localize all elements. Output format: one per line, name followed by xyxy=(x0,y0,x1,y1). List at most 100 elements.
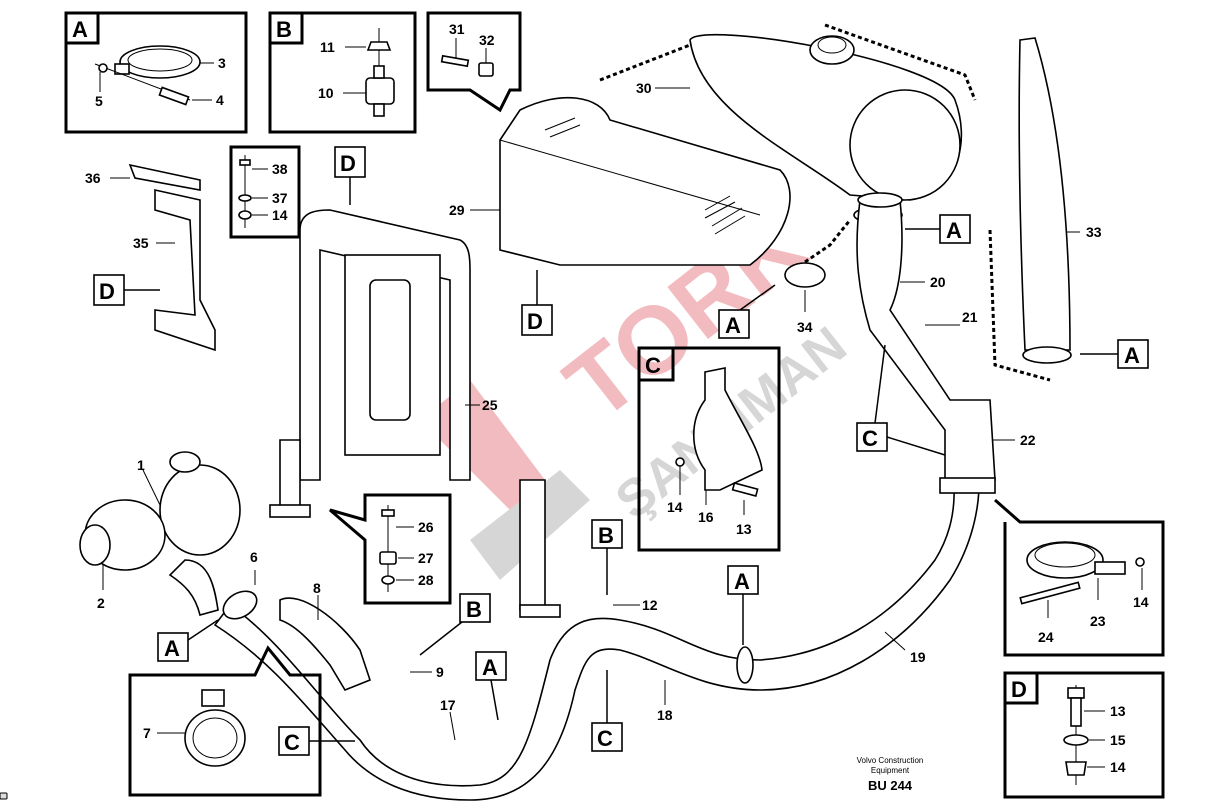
bolt-31 xyxy=(440,54,470,68)
muffler: 30 34 xyxy=(599,23,977,224)
svg-text:A: A xyxy=(725,313,741,338)
detail-letter-a: A xyxy=(72,17,88,42)
clamp-a-mid xyxy=(736,646,754,684)
svg-text:B: B xyxy=(598,523,614,548)
callout-33: 33 xyxy=(1086,224,1102,240)
detail-box-38-37-14: 38 37 14 xyxy=(229,145,301,239)
svg-text:D: D xyxy=(527,309,543,334)
callout-7: 7 xyxy=(143,725,151,741)
detail-box-a: A 3 4 5 xyxy=(64,11,248,134)
callout-5: 5 xyxy=(95,93,103,109)
callout-36: 36 xyxy=(85,170,101,186)
svg-text:A: A xyxy=(482,655,498,680)
svg-text:A: A xyxy=(734,569,750,594)
callout-11: 11 xyxy=(320,39,335,55)
ref-tag-d: D xyxy=(93,274,160,306)
detail-box-c: C 14 16 13 xyxy=(637,346,781,552)
ref-tag-c: C xyxy=(591,670,623,752)
callout-10: 10 xyxy=(318,85,334,101)
ref-tag-b: B xyxy=(419,593,491,656)
callout-1: 1 xyxy=(137,457,145,473)
callout-30: 30 xyxy=(636,80,652,96)
spacer-32 xyxy=(478,62,494,77)
rubber-mount xyxy=(365,77,395,105)
callout-37: 37 xyxy=(272,190,288,206)
callout-16: 16 xyxy=(698,509,714,525)
muffler-end-cap xyxy=(849,89,961,201)
reference-tags: D D D A A A xyxy=(93,146,1149,756)
callout-18: 18 xyxy=(657,707,673,723)
manufacturer-line-2: Equipment xyxy=(871,766,910,775)
callout-14-clamp: 14 xyxy=(1133,594,1149,610)
detail-letter-d: D xyxy=(1011,677,1027,702)
clamp-ring xyxy=(119,45,201,79)
detail-box-d: D 13 15 14 xyxy=(1003,671,1165,799)
heat-shield: 29 xyxy=(449,96,791,266)
callout-6: 6 xyxy=(250,549,258,565)
callout-32: 32 xyxy=(479,32,495,48)
callout-21: 21 xyxy=(962,309,978,325)
svg-text:C: C xyxy=(862,426,878,451)
support-frame: 25 xyxy=(269,209,561,618)
callout-31: 31 xyxy=(449,21,465,37)
callout-22: 22 xyxy=(1020,432,1036,448)
washer xyxy=(98,63,108,73)
pipe-callouts: 6 8 9 17 12 18 19 20 21 22 34 xyxy=(250,274,1036,741)
detail-box-clamp-23-24: 24 23 14 xyxy=(994,498,1165,657)
svg-text:B: B xyxy=(466,597,482,622)
detail-box-b: B 11 10 xyxy=(268,11,417,134)
callout-29: 29 xyxy=(449,202,465,218)
svg-text:C: C xyxy=(284,730,300,755)
callout-9: 9 xyxy=(436,664,444,680)
svg-text:D: D xyxy=(340,151,356,176)
callout-15: 15 xyxy=(1110,732,1126,748)
diagram-code: BU 244 xyxy=(868,778,913,793)
callout-14: 14 xyxy=(272,207,288,223)
detail-box-31-32: 31 32 xyxy=(426,11,522,113)
callout-14-c: 14 xyxy=(667,499,683,515)
callout-13-c: 13 xyxy=(736,521,752,537)
callout-24: 24 xyxy=(1038,629,1054,645)
ref-tag-a: A xyxy=(727,565,759,645)
callout-38: 38 xyxy=(272,161,288,177)
bolt xyxy=(158,86,190,106)
turbocharger: 1 2 xyxy=(79,451,241,616)
flange-nut xyxy=(366,41,392,51)
stack-pipe: 33 xyxy=(988,37,1102,382)
callout-17: 17 xyxy=(440,697,456,713)
callout-35: 35 xyxy=(133,235,149,251)
callout-25: 25 xyxy=(482,397,498,413)
svg-text:A: A xyxy=(1124,343,1140,368)
detail-letter-c: C xyxy=(645,353,661,378)
ref-tag-b: B xyxy=(591,519,623,595)
corner-marker xyxy=(0,792,8,800)
callout-20: 20 xyxy=(930,274,946,290)
callout-19: 19 xyxy=(910,649,926,665)
detail-box-clamp-7: 7 xyxy=(128,645,322,797)
svg-text:C: C xyxy=(597,726,613,751)
ref-tag-d: D xyxy=(521,270,553,336)
svg-text:A: A xyxy=(164,636,180,661)
ref-tag-a: A xyxy=(905,214,971,244)
ref-tag-a: A xyxy=(475,651,507,721)
muffler-inlet-pipe xyxy=(809,35,855,65)
callout-34: 34 xyxy=(797,319,813,335)
footer-info: Volvo Construction Equipment BU 244 xyxy=(857,756,924,793)
ref-tag-d: D xyxy=(334,146,366,205)
callout-27: 27 xyxy=(418,550,434,566)
ref-tag-a: A xyxy=(1080,339,1149,369)
detail-box-26-27-28: 26 27 28 xyxy=(329,493,452,605)
ref-tag-a: A xyxy=(157,619,219,662)
callout-8: 8 xyxy=(313,580,321,596)
ref-tag-c: C xyxy=(856,344,946,456)
callout-3: 3 xyxy=(218,55,226,71)
callout-12: 12 xyxy=(642,597,658,613)
callout-14-d: 14 xyxy=(1110,759,1126,775)
exhaust-pipes xyxy=(213,192,996,801)
callout-28: 28 xyxy=(418,572,434,588)
callout-2: 2 xyxy=(97,595,105,611)
manufacturer-line-1: Volvo Construction xyxy=(857,756,924,765)
bracket-35: 36 35 xyxy=(85,163,216,352)
gasket-34 xyxy=(784,262,826,288)
